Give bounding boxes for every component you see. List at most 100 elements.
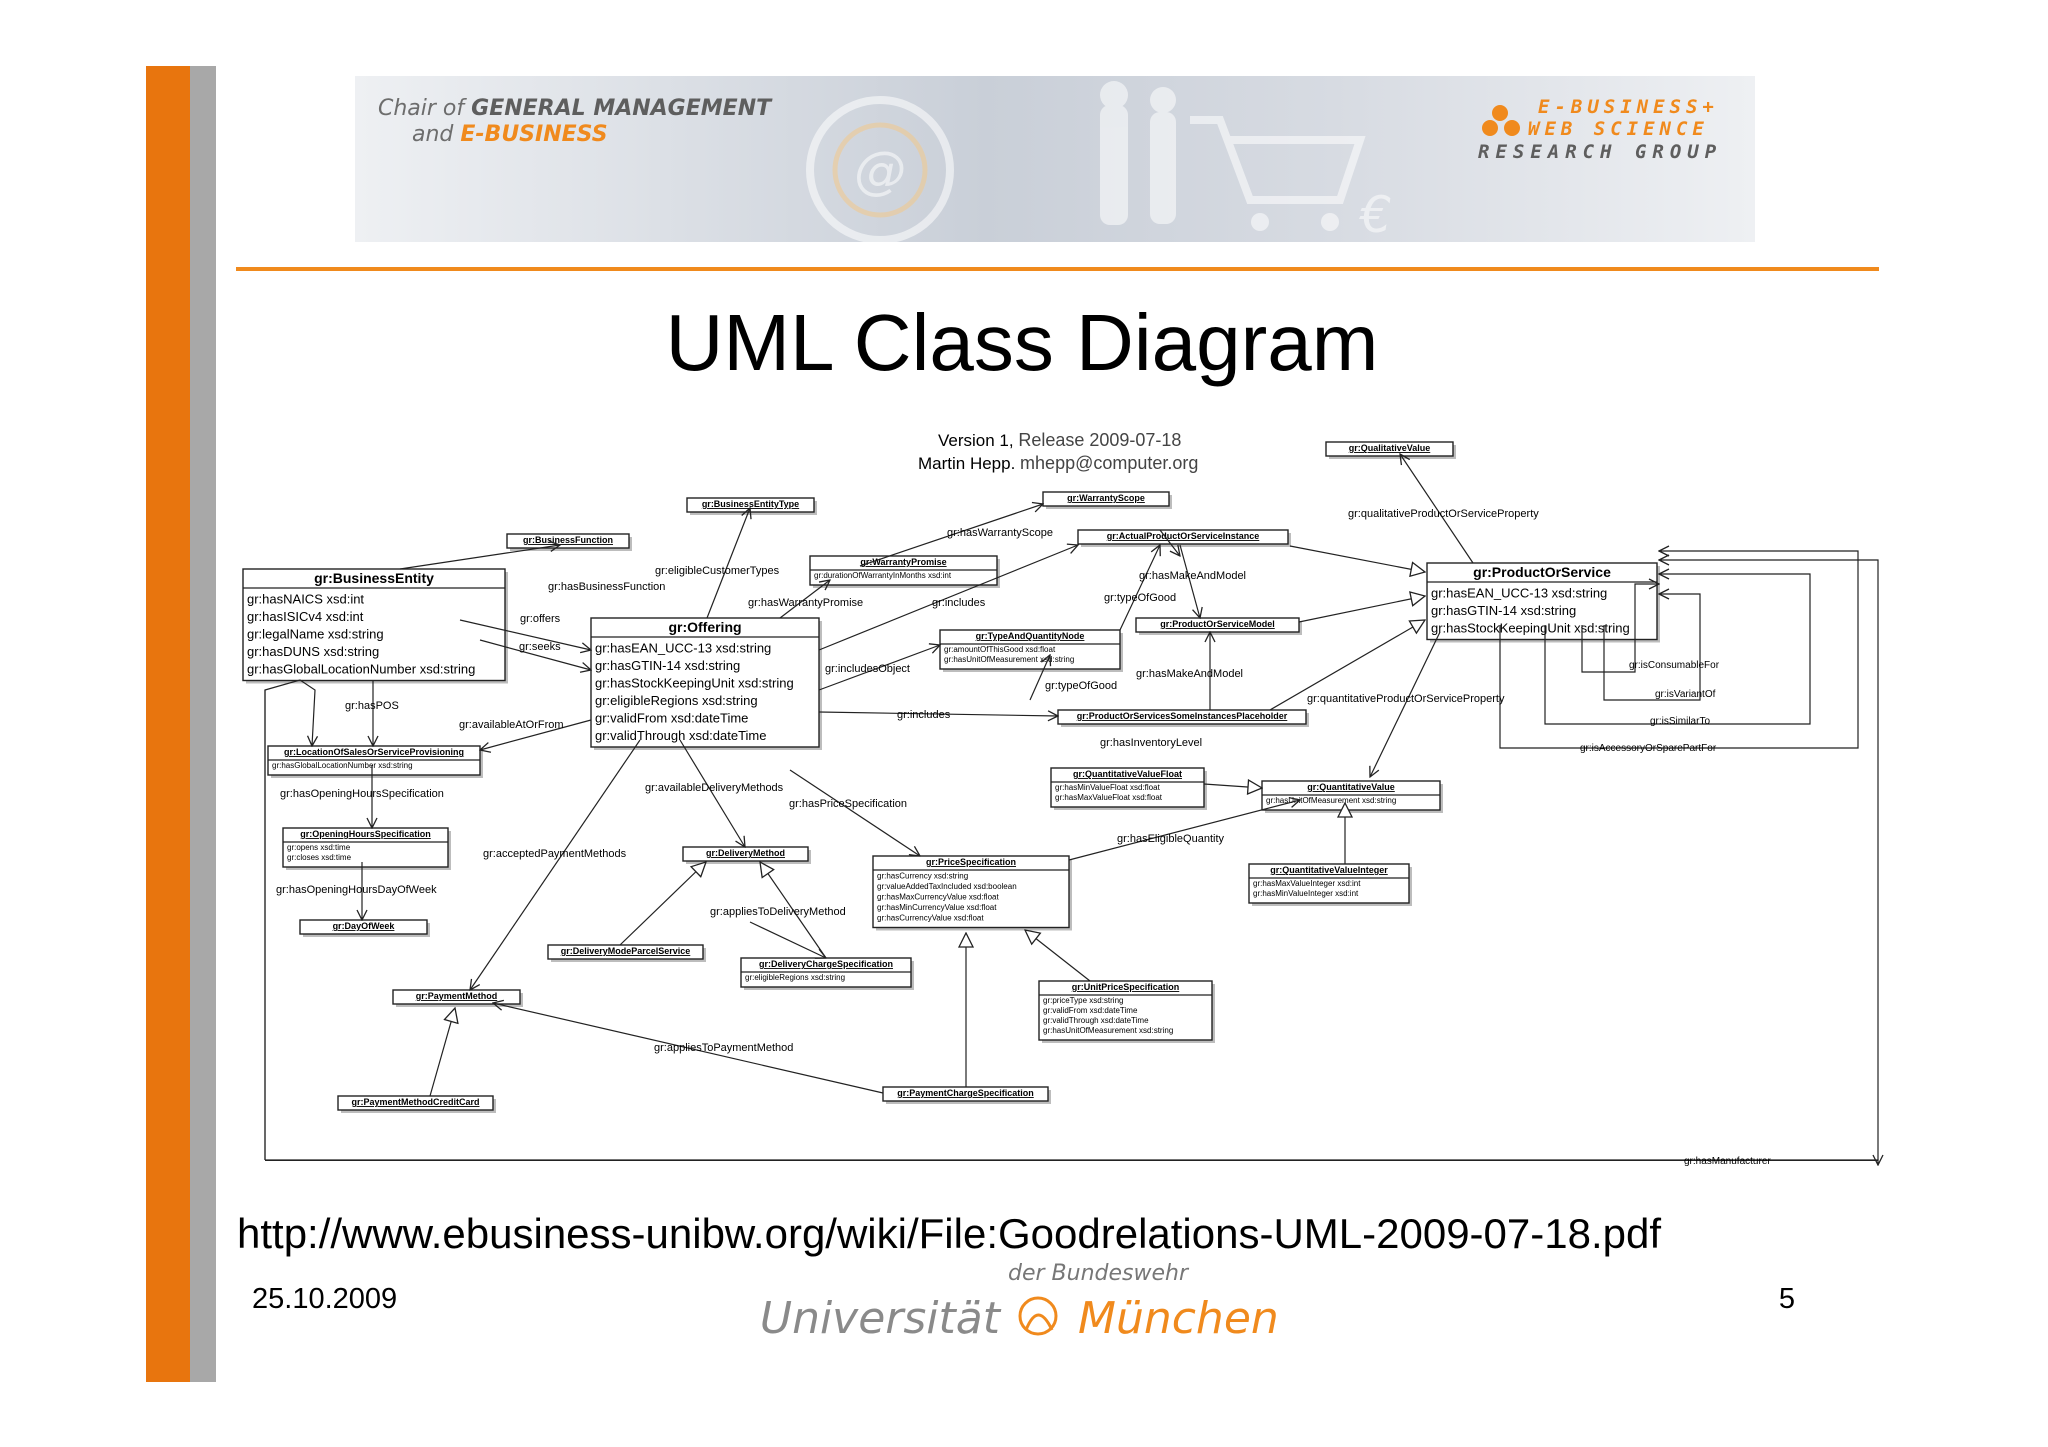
class-attribute: gr:hasMinCurrencyValue xsd:float	[877, 903, 997, 912]
class-attribute: gr:validThrough xsd:dateTime	[1043, 1016, 1149, 1025]
class-attribute: gr:hasUnitOfMeasurement xsd:string	[944, 655, 1074, 664]
class-attribute: gr:hasMaxCurrencyValue xsd:float	[877, 893, 999, 902]
person-icon	[1100, 105, 1128, 225]
association-line	[1603, 594, 1701, 701]
class-name: gr:DeliveryMethod	[706, 848, 785, 858]
class-attribute: gr:hasStockKeepingUnit xsd:string	[595, 676, 794, 691]
association-label-has-opening-hours-spec: gr:hasOpeningHoursSpecification	[280, 788, 444, 800]
class-delivery-method: gr:DeliveryMethod	[682, 846, 811, 864]
class-attribute: gr:validFrom xsd:dateTime	[595, 711, 748, 726]
class-name: gr:UnitPriceSpecification	[1072, 982, 1180, 992]
class-name: gr:QuantitativeValue	[1307, 782, 1395, 792]
class-name: gr:QuantitativeValueInteger	[1270, 865, 1388, 875]
class-name: gr:DayOfWeek	[333, 921, 396, 931]
class-name: gr:WarrantyPromise	[860, 557, 946, 567]
association-line	[429, 1008, 455, 1097]
class-attribute: gr:hasGTIN-14 xsd:string	[595, 658, 740, 673]
association-label-has-make-and-model-2: gr:hasMakeAndModel	[1136, 668, 1243, 680]
association-label-has-manufacturer: gr:hasManufacturer	[1684, 1156, 1771, 1167]
association-label-has-warranty-promise: gr:hasWarrantyPromise	[748, 597, 863, 609]
class-box	[282, 827, 449, 868]
class-attribute: gr:eligibleRegions xsd:string	[595, 693, 758, 708]
association-label-offers: gr:offers	[520, 613, 561, 625]
association-label-is-consumable-for: gr:isConsumableFor	[1629, 660, 1720, 671]
class-box	[1426, 562, 1658, 641]
class-attribute: gr:hasMaxValueInteger xsd:int	[1253, 879, 1361, 888]
class-name: gr:BusinessEntity	[314, 570, 434, 586]
association-label-is-similar-to: gr:isSimilarTo	[1650, 716, 1710, 727]
class-name: gr:Offering	[668, 619, 741, 635]
class-delivery-charge: gr:DeliveryChargeSpecificationgr:eligibl…	[740, 957, 914, 990]
association-line	[679, 739, 745, 847]
association-line	[1289, 545, 1425, 572]
class-attribute: gr:closes xsd:time	[287, 853, 352, 862]
class-name: gr:TypeAndQuantityNode	[976, 631, 1085, 641]
association-label-type-of-good-1: gr:typeOfGood	[1104, 592, 1176, 604]
class-name: gr:QuantitativeValueFloat	[1073, 769, 1182, 779]
class-name: gr:ProductOrServicesSomeInstancesPlaceho…	[1077, 711, 1288, 721]
class-attribute: gr:hasGlobalLocationNumber xsd:string	[272, 761, 413, 770]
association-label-has-inventory-level: gr:hasInventoryLevel	[1100, 737, 1202, 749]
association-label-available-at: gr:availableAtOrFrom	[459, 719, 564, 731]
association-label-type-of-good-2: gr:typeOfGood	[1045, 680, 1117, 692]
class-attribute: gr:hasEAN_UCC-13 xsd:string	[1431, 586, 1607, 601]
class-attribute: gr:eligibleRegions xsd:string	[745, 973, 845, 982]
minerva-emblem-icon	[1018, 1296, 1058, 1336]
association-line	[749, 921, 826, 958]
class-box	[1042, 491, 1170, 507]
class-box	[872, 855, 1070, 929]
university-logo: der Bundeswehr Universität München	[760, 1261, 1279, 1344]
class-day-of-week: gr:DayOfWeek	[299, 919, 430, 937]
association-line	[1203, 784, 1262, 788]
association-line	[760, 862, 827, 959]
association-label-applies-to-payment: gr:appliesToPaymentMethod	[654, 1042, 793, 1054]
class-box	[337, 1095, 494, 1111]
class-box	[590, 617, 820, 748]
association-line	[706, 508, 750, 619]
association-line	[1029, 655, 1050, 701]
has-manufacturer-line	[1659, 560, 1879, 1160]
association-line	[818, 645, 940, 691]
association-line	[480, 719, 592, 750]
diagram-version: Version 1, Release 2009-07-18	[938, 430, 1181, 450]
class-attribute: gr:hasDUNS xsd:string	[247, 644, 379, 659]
association-label-is-accessory: gr:isAccessoryOrSparePartFor	[1580, 743, 1717, 754]
class-name: gr:LocationOfSalesOrServiceProvisioning	[284, 747, 464, 757]
association-label-quantitative-property: gr:quantitativeProductOrServiceProperty	[1307, 693, 1505, 705]
class-box	[547, 944, 704, 960]
group-line1: E-BUSINESS+	[1538, 96, 1719, 118]
association-line	[1025, 930, 1091, 982]
association-label-has-opening-hours-day: gr:hasOpeningHoursDayOfWeek	[276, 884, 437, 896]
class-warranty-scope: gr:WarrantyScope	[1042, 491, 1172, 509]
association-line	[789, 769, 920, 856]
class-name: gr:ProductOrService	[1473, 564, 1611, 580]
class-attribute: gr:hasUnitOfMeasurement xsd:string	[1266, 796, 1396, 805]
page-number: 5	[1779, 1283, 1795, 1315]
euro-icon: €	[1359, 186, 1392, 244]
class-placeholder: gr:ProductOrServicesSomeInstancesPlaceho…	[1057, 709, 1309, 727]
frame-line	[265, 1160, 1878, 1161]
association-label-has-pos: gr:hasPOS	[345, 700, 399, 712]
class-box	[392, 989, 521, 1005]
class-name: gr:PaymentMethod	[416, 991, 498, 1001]
class-business-function: gr:BusinessFunction	[506, 533, 632, 551]
class-attribute: gr:hasCurrency xsd:string	[877, 872, 968, 881]
class-box	[1135, 617, 1300, 633]
source-url[interactable]: http://www.ebusiness-unibw.org/wiki/File…	[237, 1210, 1661, 1257]
class-name: gr:PaymentMethodCreditCard	[351, 1097, 479, 1107]
chair-line1: Chair of GENERAL MANAGEMENT	[378, 96, 773, 121]
class-qualitative-value: gr:QualitativeValue	[1325, 441, 1456, 459]
association-label-eligible-customer-types: gr:eligibleCustomerTypes	[655, 565, 780, 577]
association-line	[1544, 574, 1811, 725]
association-line	[399, 545, 560, 570]
class-quantitative-value-float: gr:QuantitativeValueFloatgr:hasMinValueF…	[1050, 767, 1207, 810]
class-name: gr:ActualProductOrServiceInstance	[1107, 531, 1260, 541]
association-label-qualitative-property: gr:qualitativeProductOrServiceProperty	[1348, 508, 1539, 520]
class-type-and-quantity-node: gr:TypeAndQuantityNodegr:amountOfThisGoo…	[939, 629, 1123, 672]
association-line	[1581, 584, 1659, 673]
class-attribute: gr:hasISICv4 xsd:int	[247, 609, 364, 624]
class-business-entity-type: gr:BusinessEntityType	[686, 497, 817, 515]
association-line	[818, 545, 1078, 651]
